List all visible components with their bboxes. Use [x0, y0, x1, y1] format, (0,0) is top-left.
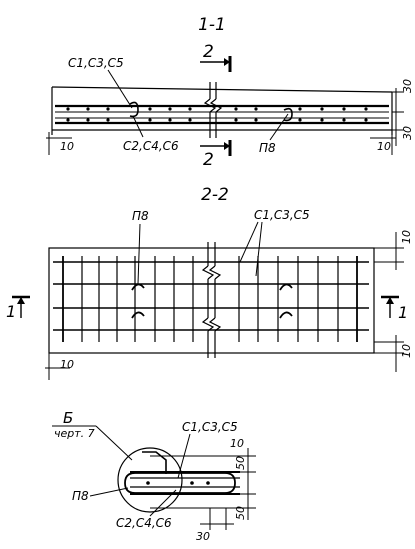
- section-1-dim-bottom: 30: [401, 126, 414, 140]
- section-1-callout-loop: П8: [259, 141, 276, 155]
- section-1-break-line: [203, 82, 223, 138]
- cut-mark-2-top-label: 2: [203, 42, 214, 62]
- detail-callout-loop: П8: [72, 489, 89, 503]
- section-2-dim-bottom: 10: [400, 344, 413, 358]
- cut-mark-2-bottom: 2: [200, 140, 232, 170]
- section-1-dimensions: [46, 88, 404, 155]
- section-1-slab: [51, 86, 393, 135]
- section-2-dim-top: 10: [400, 230, 413, 244]
- detail-dim-10: 10: [230, 437, 244, 450]
- detail-dim-50-top: 50: [234, 456, 247, 470]
- detail-dimensions: [200, 448, 256, 530]
- detail-callout-mesh-top: С1,С3,С5: [182, 420, 238, 434]
- section-2-callout-loop: П8: [132, 209, 149, 223]
- cut-mark-1-right-label: 1: [398, 303, 408, 322]
- section-1-dim-left: 10: [60, 140, 74, 153]
- section-2-title: 2-2: [201, 185, 229, 205]
- cut-mark-1-left: 1: [6, 295, 30, 321]
- section-2-dim-left: 10: [60, 358, 74, 371]
- detail-subtitle: черт. 7: [54, 427, 95, 440]
- detail-dim-50-bottom: 50: [234, 506, 247, 520]
- section-1-callout-bottom: С2,С4,С6: [123, 139, 179, 153]
- detail-view: [117, 447, 246, 513]
- cut-mark-2-top: 2: [200, 42, 232, 72]
- detail-dim-30: 30: [196, 530, 210, 543]
- section-1-dim-right: 10: [377, 140, 391, 153]
- section-1-dim-top: 30: [401, 79, 414, 93]
- detail-callout-mesh-bottom: С2,С4,С6: [116, 516, 172, 530]
- cut-mark-1-right: 1: [381, 295, 408, 322]
- cut-mark-1-left-label: 1: [6, 302, 16, 321]
- section-1-title: 1-1: [198, 15, 226, 35]
- section-1-callout-top: С1,С3,С5: [68, 56, 124, 70]
- section-2-dimensions: [45, 232, 404, 380]
- section-1-rebar-dots: [66, 107, 368, 122]
- section-2-break-line: [201, 242, 222, 358]
- section-2-callout-mesh: С1,С3,С5: [254, 208, 310, 222]
- detail-title: Б: [63, 409, 73, 427]
- cut-mark-2-bottom-label: 2: [203, 150, 214, 170]
- section-2-plan: [48, 247, 375, 354]
